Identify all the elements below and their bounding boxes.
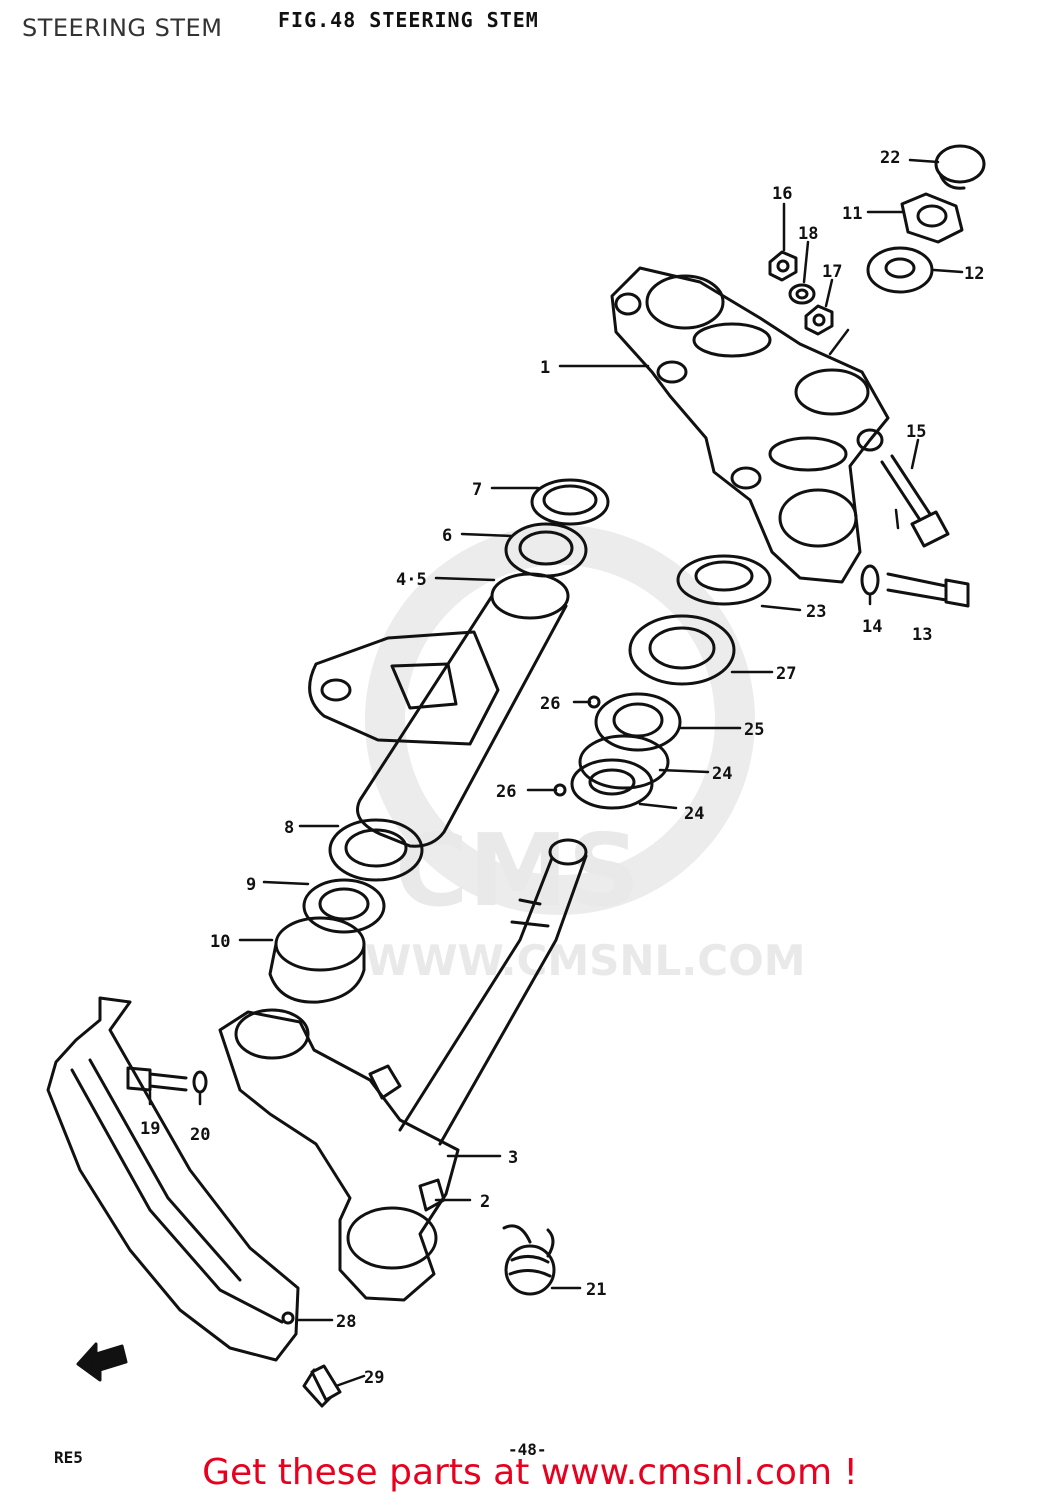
screw-29: [302, 1364, 342, 1408]
callout-26-upper: 26: [540, 694, 560, 714]
washer-20: [192, 1070, 208, 1094]
callout-7: 7: [472, 480, 482, 500]
watermark-logo: CMS: [395, 812, 640, 929]
seal-27: [628, 614, 736, 686]
page-number: -48-: [508, 1440, 547, 1459]
callout-29: 29: [364, 1368, 384, 1388]
bolt-13: [886, 572, 970, 608]
callout-3: 3: [508, 1148, 518, 1168]
callout-8: 8: [284, 818, 294, 838]
watermark-url: WWW.CMSNL.COM: [365, 936, 806, 985]
callout-labels: 1 2 3 4·5 6 7 8 9 10 11 12 13 14 15 16 1…: [83, 148, 984, 1388]
bolt-19: [126, 1066, 188, 1092]
callout-24-lower: 24: [684, 804, 704, 824]
callout-13: 13: [912, 625, 932, 645]
small-washer-18: [788, 283, 816, 305]
dust-seal-10: [268, 916, 366, 1004]
callout-16: 16: [772, 184, 792, 204]
race-8: [328, 818, 424, 882]
bearing-9: [302, 878, 386, 934]
callout-26-lower: 26: [496, 782, 516, 802]
race-24-upper: [578, 734, 670, 790]
lower-bracket: [218, 1008, 460, 1302]
fwd-arrow-icon: [76, 1342, 128, 1382]
figure-title: FIG.48 STEERING STEM: [278, 8, 539, 32]
stem-nut: [900, 192, 964, 244]
small-nut-16: [768, 250, 798, 282]
steering-head-pipe: [308, 572, 570, 848]
dust-seal-7: [530, 478, 610, 526]
callout-9: 9: [246, 875, 256, 895]
callout-15: 15: [906, 422, 926, 442]
callout-6: 6: [442, 526, 452, 546]
cover-28: [46, 996, 300, 1362]
leader-lines: [148, 158, 964, 1388]
stem-washer: [866, 246, 934, 294]
callout-28: 28: [336, 1312, 356, 1332]
spring-clip-21: [502, 1224, 556, 1296]
callout-20: 20: [190, 1125, 210, 1145]
bolt-15: [880, 454, 950, 548]
callout-22: 22: [880, 148, 900, 168]
race-24-lower: [570, 758, 654, 810]
washer-14: [860, 564, 880, 596]
small-nut-17: [804, 304, 834, 336]
cmsnl-watermark: CMS WWW.CMSNL.COM: [365, 525, 806, 985]
callout-4-5: 4·5: [396, 570, 427, 590]
callout-10: 10: [210, 932, 230, 952]
callout-17: 17: [822, 262, 842, 282]
cta-banner[interactable]: Get these parts at www.cmsnl.com !: [202, 1452, 858, 1493]
callout-14: 14: [862, 617, 882, 637]
callout-25: 25: [744, 720, 764, 740]
callout-17-18: 18: [798, 224, 818, 244]
upper-bracket: [610, 266, 890, 584]
callout-23: 23: [806, 602, 826, 622]
callout-21: 21: [586, 1280, 606, 1300]
callout-12: 12: [964, 264, 984, 284]
stem-cap: [934, 144, 986, 190]
bearing-25: [594, 692, 682, 752]
callout-2: 2: [480, 1192, 490, 1212]
footer-code: RE5: [54, 1448, 83, 1467]
callout-24-upper: 24: [712, 764, 732, 784]
callout-11: 11: [842, 204, 862, 224]
page-caption: STEERING STEM: [22, 14, 223, 42]
callout-1: 1: [540, 358, 550, 378]
adjuster-nut-23: [676, 554, 772, 606]
callout-27: 27: [776, 664, 796, 684]
steering-stem-shaft: [398, 838, 588, 1146]
callout-19: 19: [140, 1119, 160, 1139]
